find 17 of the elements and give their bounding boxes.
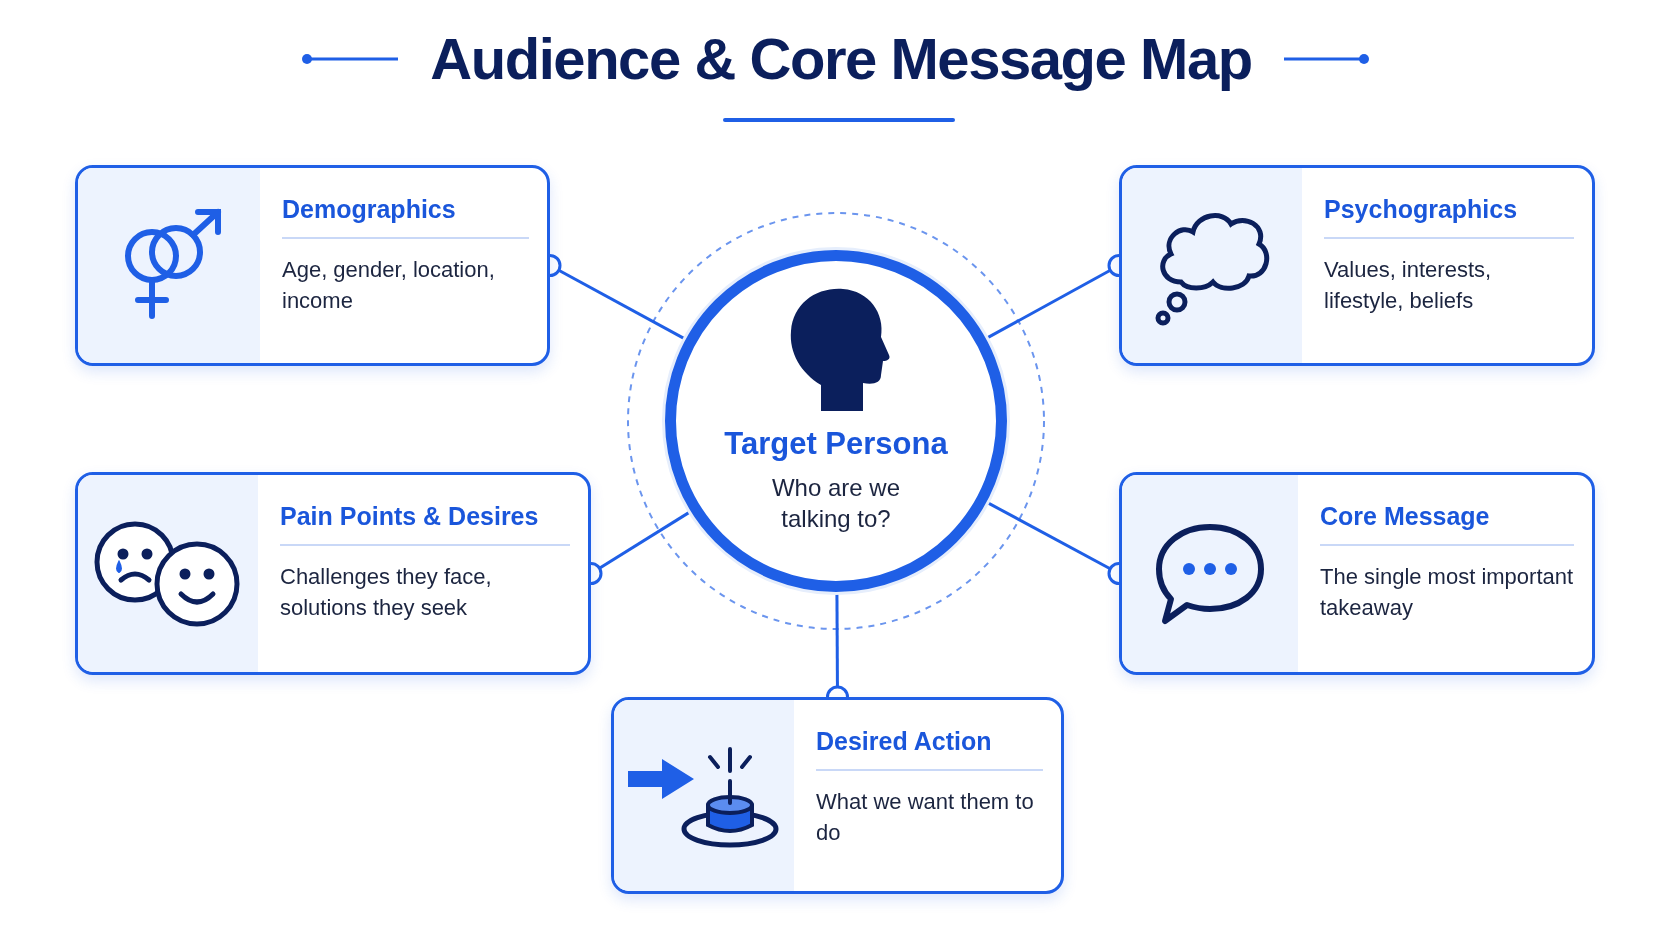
card-heading: Core Message xyxy=(1320,501,1491,532)
node-description: Who are we talking to? xyxy=(770,472,902,534)
card-heading: Desired Action xyxy=(816,726,993,757)
node-heading: Target Persona xyxy=(724,425,948,463)
category-card xyxy=(1119,472,1595,675)
category-card xyxy=(611,697,1064,894)
card-heading: Pain Points & Desires xyxy=(280,501,540,532)
card-heading: Psychographics xyxy=(1324,194,1519,225)
card-description: Age, gender, location, income xyxy=(282,256,496,316)
category-card xyxy=(1119,165,1595,366)
card-description: What we want them to do xyxy=(816,788,1035,848)
card-description: Values, interests, lifestyle, beliefs xyxy=(1324,256,1493,316)
card-description: The single most important takeaway xyxy=(1320,563,1574,623)
category-card xyxy=(75,165,550,366)
card-description: Challenges they face, solutions they seek xyxy=(280,563,493,623)
category-card xyxy=(75,472,591,675)
card-heading: Demographics xyxy=(282,194,457,225)
